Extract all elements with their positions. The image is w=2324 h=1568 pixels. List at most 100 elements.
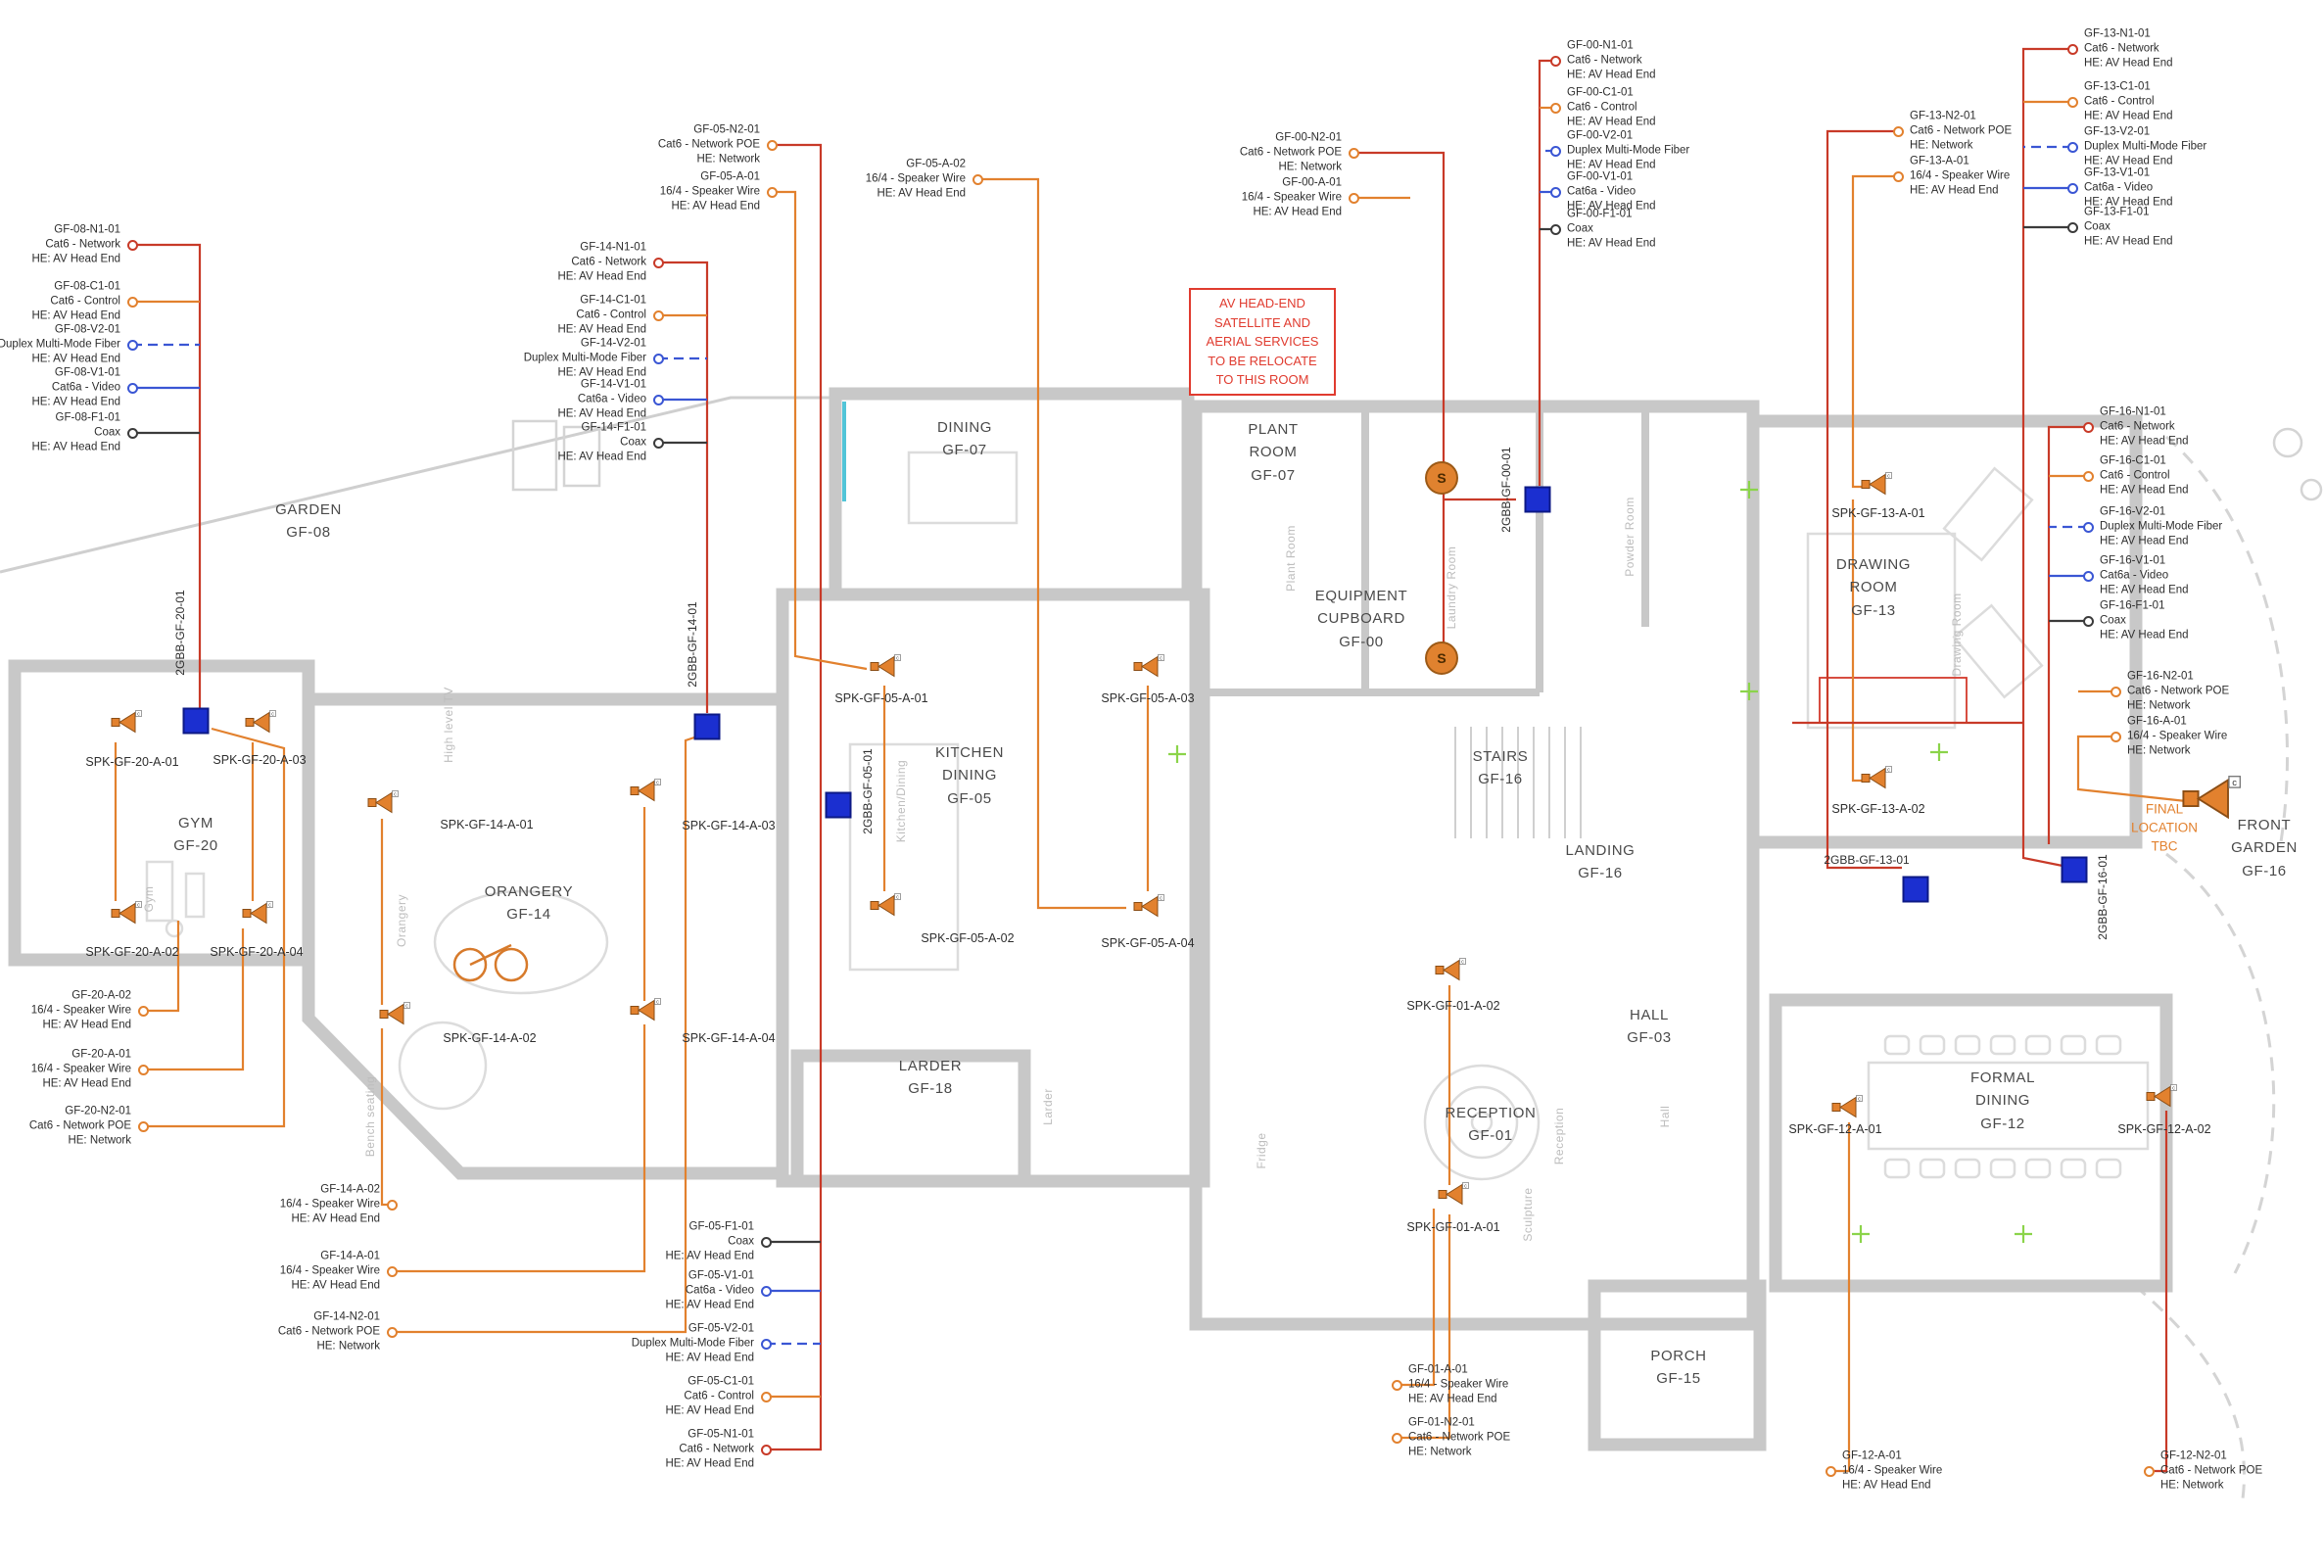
callout-terminal-dot	[127, 297, 138, 308]
speaker-icon-SPK-FINAL-TBC[interactable]: c	[2178, 773, 2242, 830]
callout-terminal-dot	[1550, 187, 1561, 198]
speaker-icon-SPK-GF-13-A-01[interactable]: c	[1859, 471, 1892, 503]
speaker-icon-SPK-GF-20-A-04[interactable]: c	[240, 900, 273, 932]
room-label-line: GF-14	[506, 906, 551, 923]
callout-terminal-dot	[1893, 126, 1904, 137]
callout-terminal-dot	[2083, 471, 2094, 482]
arch-label-sculpture: Sculpture	[1521, 1187, 1535, 1242]
room-label-line: STAIRS	[1472, 747, 1529, 765]
wire-network-5	[658, 261, 709, 713]
arch-label-gym: Gym	[142, 885, 156, 913]
speaker-icon-SPK-GF-01-A-02[interactable]: c	[1433, 957, 1466, 989]
box-2GBB-GF-00-01[interactable]	[1524, 486, 1551, 513]
box-label-2GBB-GF-13-01: 2GBB-GF-13-01	[1824, 853, 1910, 867]
s-marker-1[interactable]: S	[1425, 641, 1458, 675]
box-label-2GBB-GF-14-01: 2GBB-GF-14-01	[686, 601, 699, 688]
box-2GBB-GF-13-01[interactable]	[1902, 876, 1929, 903]
box-label-2GBB-GF-16-01: 2GBB-GF-16-01	[2096, 854, 2110, 940]
callout-terminal-dot	[1349, 148, 1359, 159]
svg-text:c: c	[268, 903, 271, 909]
speaker-icon-SPK-GF-14-A-01[interactable]: c	[365, 789, 399, 822]
speaker-label-SPK-GF-20-A-01: SPK-GF-20-A-01	[85, 755, 179, 769]
callout-terminal-dot	[1550, 146, 1561, 157]
svg-text:c: c	[656, 781, 659, 786]
speaker-glyph: c	[2182, 776, 2242, 820]
wire-network-35	[2047, 425, 2088, 844]
callout-terminal-dot	[653, 438, 664, 449]
speaker-icon-SPK-GF-05-A-02[interactable]: c	[868, 892, 901, 925]
speaker-label-SPK-GF-05-A-04: SPK-GF-05-A-04	[1101, 936, 1195, 950]
speaker-icon-SPK-GF-14-A-04[interactable]: c	[628, 997, 661, 1029]
arch-label-kitchen-dining: Kitchen/Dining	[894, 759, 908, 843]
speaker-icon-SPK-GF-12-A-02[interactable]: c	[2144, 1083, 2177, 1116]
arch-label-laundry-room: Laundry Room	[1445, 546, 1458, 630]
speaker-label-SPK-GF-14-A-01: SPK-GF-14-A-01	[440, 818, 534, 832]
callout-terminal-dot	[653, 258, 664, 268]
wire-speaker-51	[392, 1024, 646, 1273]
driveway-boundary	[2165, 435, 2289, 849]
s-marker-0[interactable]: S	[1425, 461, 1458, 495]
box-2GBB-GF-14-01[interactable]	[693, 713, 721, 740]
callout-terminal-dot	[138, 1006, 149, 1017]
room-label-line: GF-15	[1656, 1370, 1701, 1387]
ceiling-point-icon-1	[1740, 683, 1758, 700]
speaker-icon-SPK-GF-20-A-03[interactable]: c	[243, 709, 276, 741]
speaker-glyph: c	[630, 998, 661, 1022]
speaker-icon-SPK-GF-05-A-03[interactable]: c	[1131, 653, 1164, 686]
svg-text:c: c	[1887, 768, 1890, 774]
wire-network-30	[2021, 47, 2072, 868]
svg-text:c: c	[1461, 960, 1464, 966]
arch-label-hall: Hall	[1658, 1105, 1672, 1128]
box-2GBB-GF-05-01[interactable]	[825, 791, 852, 819]
callout-terminal-dot	[1550, 56, 1561, 67]
speaker-icon-SPK-GF-05-A-04[interactable]: c	[1131, 893, 1164, 926]
callout-terminal-dot	[2067, 222, 2078, 233]
speaker-icon-SPK-GF-05-A-01[interactable]: c	[868, 653, 901, 686]
wire-control-55	[1397, 1214, 1451, 1440]
box-2GBB-GF-20-01[interactable]	[182, 707, 210, 735]
room-label-line: LANDING	[1565, 841, 1636, 859]
wire-speaker-54	[1397, 1209, 1436, 1387]
room-label-line: KITCHEN	[934, 744, 1005, 762]
speaker-glyph: c	[1438, 1182, 1469, 1206]
callout-terminal-dot	[2067, 44, 2078, 55]
svg-text:c: c	[1464, 1184, 1467, 1190]
speaker-icon-SPK-GF-20-A-01[interactable]: c	[109, 709, 142, 741]
callout-terminal-dot	[127, 240, 138, 251]
ceiling-point-icon-2	[1930, 743, 1948, 761]
stair-treads	[1454, 727, 1582, 838]
speaker-icon-SPK-GF-14-A-03[interactable]: c	[628, 778, 661, 810]
svg-text:c: c	[2232, 778, 2237, 788]
speaker-icon-SPK-GF-01-A-01[interactable]: c	[1436, 1181, 1469, 1213]
speaker-glyph: c	[367, 790, 399, 814]
wire-network-10	[766, 143, 823, 1451]
final-location-note: FINAL LOCATION TBC	[2130, 801, 2199, 854]
box-2GBB-GF-16-01[interactable]	[2061, 856, 2088, 883]
callout-terminal-dot	[1392, 1433, 1402, 1444]
speaker-icon-SPK-GF-12-A-01[interactable]: c	[1829, 1094, 1863, 1126]
callout-terminal-dot	[127, 340, 138, 351]
callout-terminal-dot	[761, 1445, 772, 1455]
speaker-icon-SPK-GF-20-A-02[interactable]: c	[109, 900, 142, 932]
callout-terminal-dot	[387, 1327, 398, 1338]
speaker-icon-SPK-GF-13-A-02[interactable]: c	[1859, 765, 1892, 797]
speaker-icon-SPK-GF-14-A-02[interactable]: c	[377, 1001, 410, 1033]
